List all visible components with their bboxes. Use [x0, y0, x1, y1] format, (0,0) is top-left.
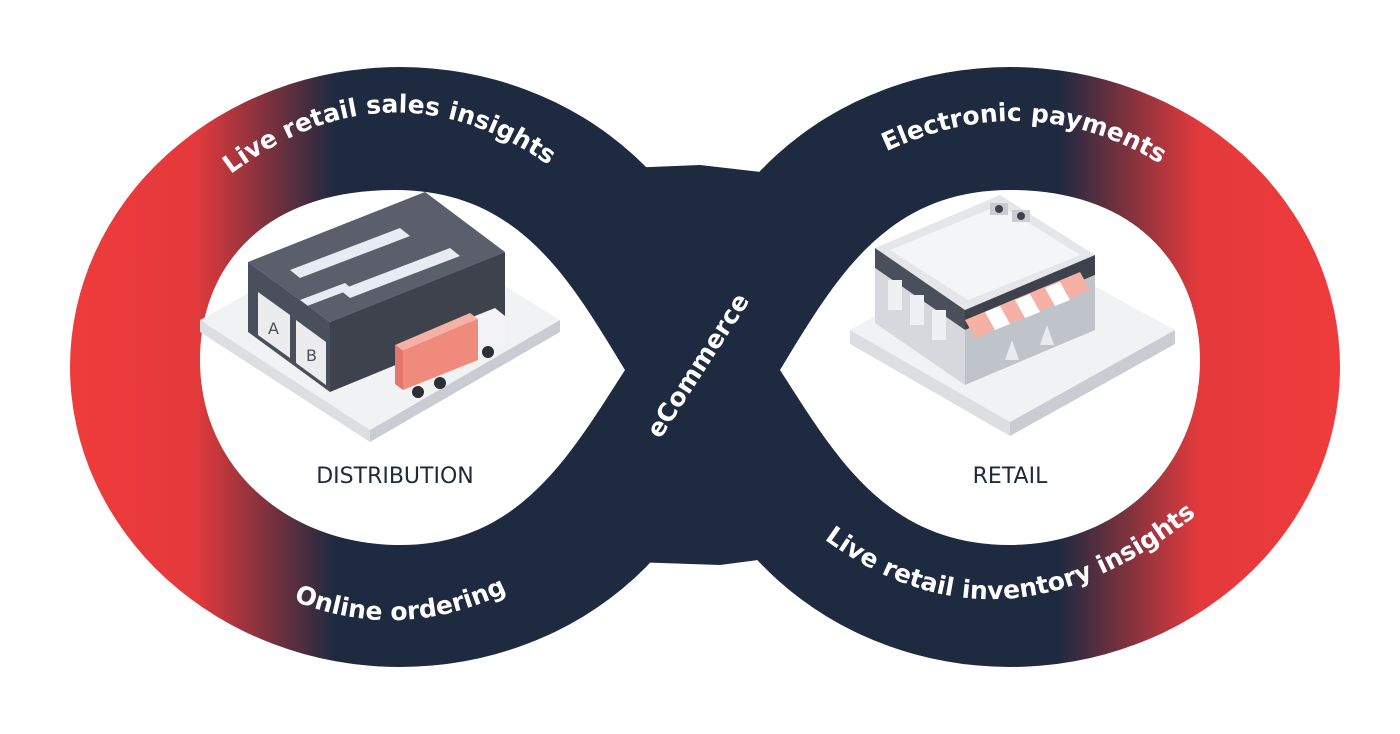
- dock-door-b-label: B: [306, 346, 317, 365]
- warehouse-illustration: A B: [200, 192, 560, 442]
- retail-store-illustration: [850, 195, 1175, 436]
- retail-label: RETAIL: [973, 464, 1048, 489]
- dock-door-a-label: A: [268, 319, 279, 338]
- crossing-band: [545, 165, 860, 565]
- distribution-label: DISTRIBUTION: [316, 464, 474, 489]
